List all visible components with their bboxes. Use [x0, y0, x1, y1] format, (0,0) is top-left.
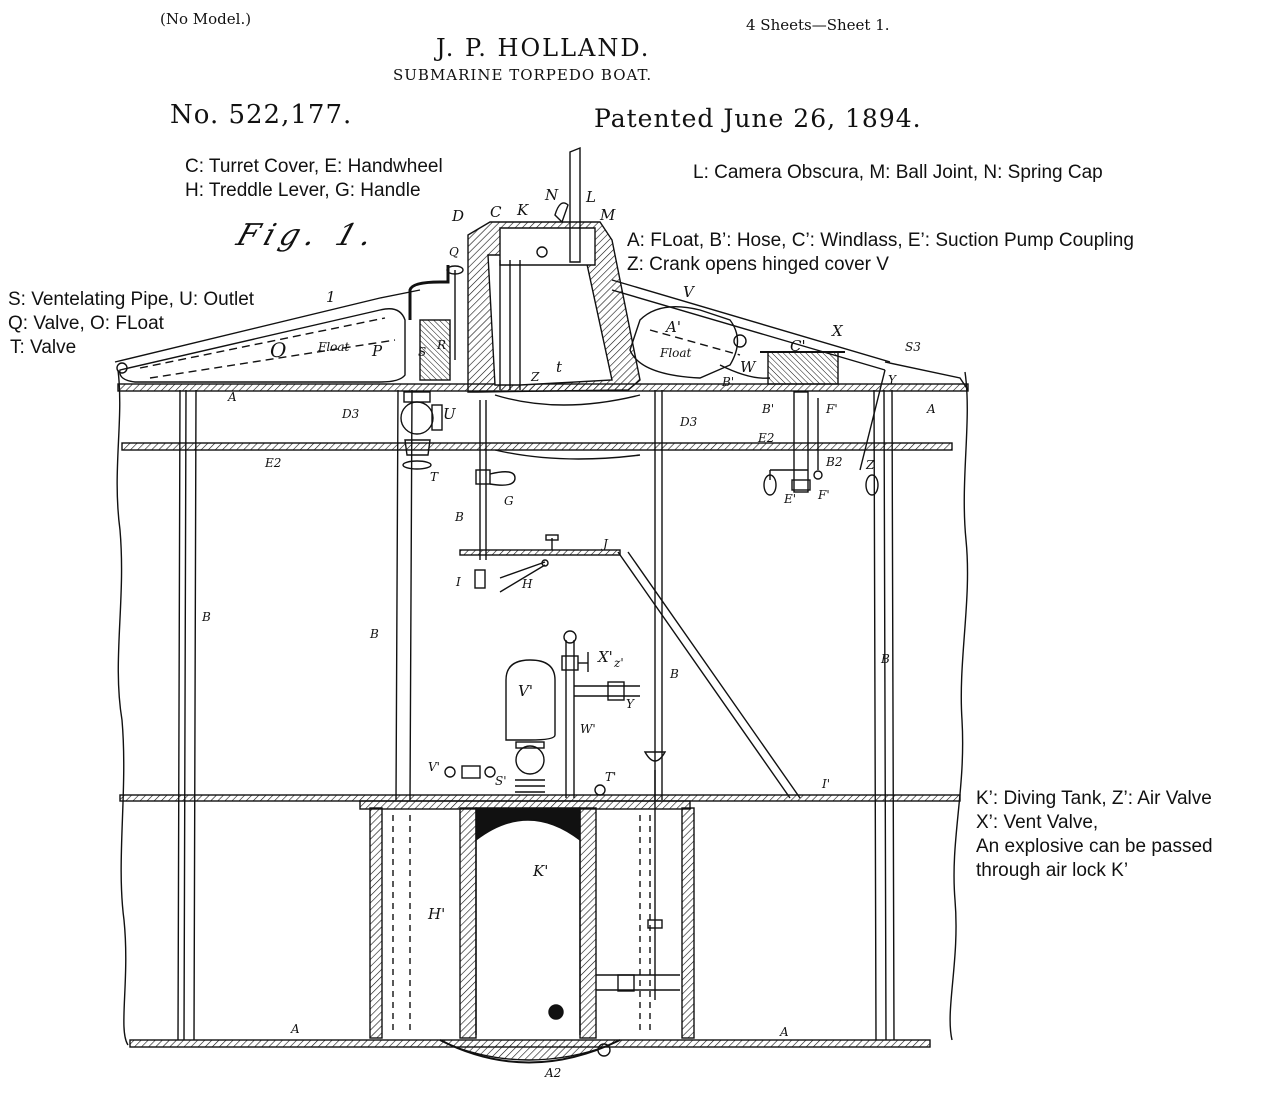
annotation-line: L: Camera Obscura, M: Ball Joint, N: Spr… [693, 162, 1103, 183]
part-label-p: P [372, 342, 383, 360]
part-label-1: 1 [326, 288, 336, 306]
part-label-a-top-right: A [927, 402, 936, 416]
part-label-w-prime: W' [580, 722, 596, 736]
part-label-g: G [504, 494, 514, 508]
part-label-float-left: Float [318, 340, 350, 354]
annotation-left: S: Ventelating Pipe, U: Outlet Q: Valve,… [8, 288, 254, 360]
part-label-c: C [490, 203, 502, 221]
part-label-e2-right: E2 [758, 431, 775, 445]
patent-number: No. 522,177. [170, 100, 353, 130]
part-label-b-center: B [455, 510, 464, 524]
annotation-right-lower: K’: Diving Tank, Z’: Air Valve X’: Vent … [976, 787, 1213, 883]
part-label-z-crank: Z [866, 458, 875, 472]
part-label-d3-right: D3 [680, 415, 698, 429]
part-label-v-prime-tank: V' [518, 682, 533, 700]
part-label-t-prime: T' [605, 770, 617, 784]
annotation-top-right: L: Camera Obscura, M: Ball Joint, N: Spr… [693, 161, 1103, 185]
patent-date: Patented June 26, 1894. [594, 104, 922, 133]
left-float-o [119, 308, 406, 383]
part-label-j: J [603, 537, 608, 551]
part-label-t: t [556, 358, 563, 376]
part-label-h-prime: H' [428, 905, 446, 923]
part-label-s3: S3 [905, 340, 921, 354]
part-label-r: R [437, 338, 447, 352]
figure-label: Fig. 1. [232, 218, 383, 253]
part-label-i-prime: I' [822, 777, 831, 791]
part-label-y: Y [888, 373, 896, 387]
part-label-h: H [522, 577, 533, 591]
right-float-a-prime [629, 305, 739, 379]
part-label-e-prime: E' [784, 492, 797, 506]
annotation-line: T: Valve [10, 337, 77, 358]
annotation-line: S: Ventelating Pipe, U: Outlet [8, 289, 255, 310]
part-label-a-bottom-right: A [780, 1025, 789, 1039]
part-label-a-prime: A' [666, 318, 681, 336]
annotation-top-left: C: Turret Cover, E: Handwheel H: Treddle… [185, 155, 443, 203]
part-label-f-prime-bot: F' [818, 488, 830, 502]
hull-left-break-line [116, 369, 129, 1046]
part-label-l: L [586, 188, 596, 206]
sheet-count: 4 Sheets—Sheet 1. [746, 16, 890, 34]
part-label-b-prime: B' [762, 402, 775, 416]
part-label-o: O [270, 338, 287, 362]
deck-i-prime [119, 794, 961, 802]
annotation-line: Q: Valve, O: FLoat [8, 313, 164, 334]
part-label-b-prime-top: B' [722, 375, 735, 389]
part-label-x: X [832, 322, 843, 340]
windlass-c-prime [767, 351, 839, 385]
annotation-line: C: Turret Cover, E: Handwheel [185, 156, 443, 177]
part-label-q: Q [449, 245, 459, 259]
part-label-b-left: B [202, 610, 211, 624]
part-label-float-right: Float [660, 346, 692, 360]
annotation-line: An explosive can be passed [976, 836, 1213, 857]
annotation-line: Z: Crank opens hinged cover V [627, 254, 889, 275]
no-model-note: (No Model.) [160, 10, 252, 28]
annotation-right-upper: A: FLoat, B’: Hose, C’: Windlass, E’: Su… [627, 229, 1134, 277]
part-label-s-prime: S' [495, 774, 507, 788]
annotation-line: X’: Vent Valve, [976, 812, 1099, 833]
annotation-line: K’: Diving Tank, Z’: Air Valve [976, 788, 1212, 809]
part-label-s: S [418, 345, 427, 359]
part-label-v: V [683, 283, 694, 301]
part-label-w: W [740, 358, 756, 376]
part-label-b-right: B [881, 652, 890, 666]
part-label-a2: A2 [545, 1066, 562, 1080]
part-label-z-prime: z' [614, 656, 624, 670]
part-label-b-mid: B [370, 627, 379, 641]
part-label-d: D [452, 207, 465, 225]
part-label-u: U [443, 405, 456, 423]
part-label-a-bottom-left: A [291, 1022, 300, 1036]
hull-right-break-line [949, 371, 969, 1041]
turret [467, 221, 641, 460]
part-label-b-diag: B [670, 667, 679, 681]
deck-e2 [121, 442, 953, 451]
part-label-a-top-left: A [228, 390, 237, 404]
part-label-x-prime: X' [598, 648, 613, 666]
patent-title: SUBMARINE TORPEDO BOAT. [393, 66, 653, 84]
part-label-b2: B2 [826, 455, 843, 469]
part-label-d3-left: D3 [342, 407, 360, 421]
part-label-y-lower: Y [626, 697, 634, 711]
periscope-l [569, 146, 581, 263]
part-label-k: K [517, 201, 529, 219]
inventor-name: J. P. HOLLAND. [436, 34, 651, 62]
air-lock-k-prime [359, 800, 695, 1064]
annotation-line: H: Treddle Lever, G: Handle [185, 180, 421, 201]
part-label-i: I [456, 575, 461, 589]
part-label-c-prime: C' [790, 337, 806, 355]
part-label-k-prime: K' [533, 862, 549, 880]
part-label-t: T [430, 470, 439, 484]
part-label-f-prime-top: F' [826, 402, 838, 416]
part-label-e2-left: E2 [265, 456, 282, 470]
part-label-n: N [545, 186, 559, 204]
part-label-v-prime-valve: V' [428, 760, 440, 774]
part-label-z-turret: Z [531, 370, 540, 384]
part-label-m: M [600, 206, 616, 224]
annotation-line: through air lock K’ [976, 860, 1129, 881]
air-tank-v-prime [505, 659, 556, 741]
annotation-line: A: FLoat, B’: Hose, C’: Windlass, E’: Su… [627, 230, 1134, 251]
